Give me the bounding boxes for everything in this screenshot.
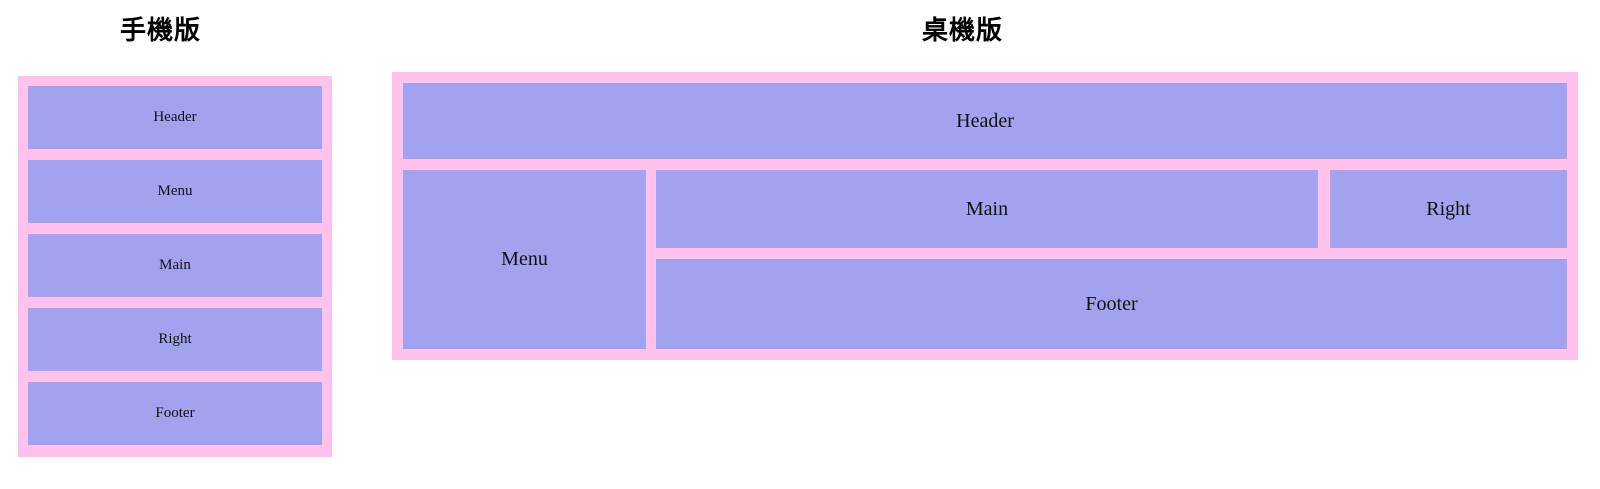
desktop-block-main: Main <box>656 170 1318 248</box>
desktop-block-footer: Footer <box>656 259 1567 349</box>
mobile-block-menu: Menu <box>28 160 322 223</box>
mobile-diagram-title: 手機版 <box>120 15 202 45</box>
desktop-block-right: Right <box>1330 170 1567 248</box>
mobile-block-header: Header <box>28 86 322 149</box>
desktop-block-header: Header <box>403 83 1567 159</box>
desktop-layout-container: Header Menu Main Right Footer <box>392 72 1578 360</box>
mobile-block-footer: Footer <box>28 382 322 445</box>
mobile-block-main: Main <box>28 234 322 297</box>
mobile-block-right: Right <box>28 308 322 371</box>
desktop-block-menu: Menu <box>403 170 646 349</box>
mobile-layout-container: Header Menu Main Right Footer <box>18 76 332 457</box>
desktop-diagram-title: 桌機版 <box>922 15 1004 45</box>
